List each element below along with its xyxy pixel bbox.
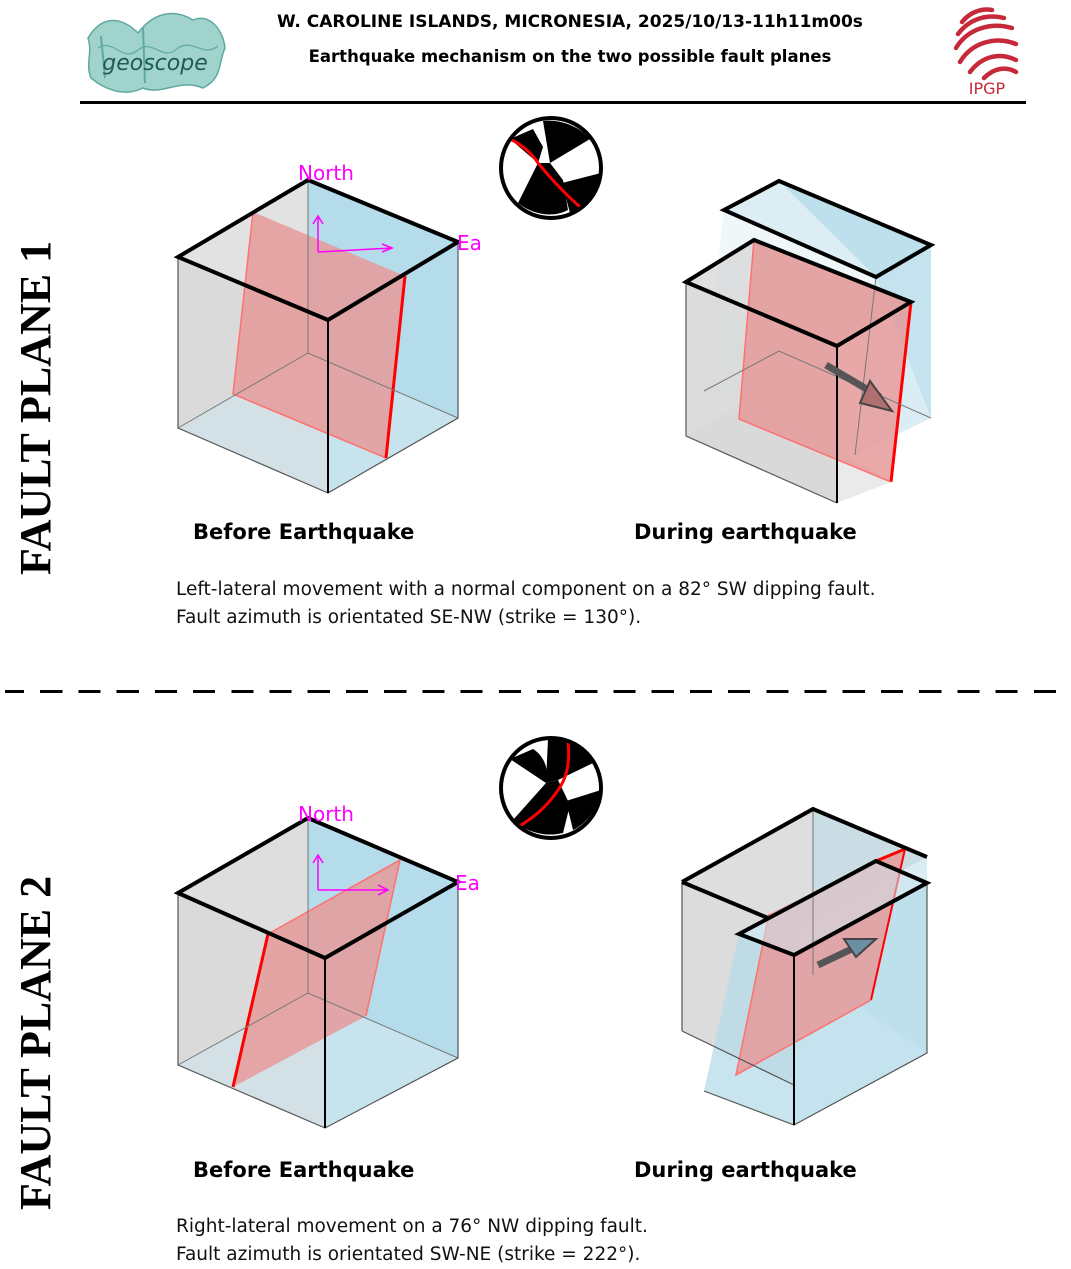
side-label-fault-plane-2: FAULT PLANE 2 — [11, 875, 60, 1210]
description-1-line-1: Left-lateral movement with a normal comp… — [176, 579, 876, 600]
north-label-1: North — [298, 161, 354, 185]
before-caption-1: Before Earthquake — [193, 520, 415, 544]
description-2-line-2: Fault azimuth is orientated SW-NE (strik… — [176, 1244, 641, 1265]
block-during-1 — [681, 178, 936, 504]
geoscope-logo-text: geoscope — [102, 51, 207, 76]
description-2: Right-lateral movement on a 76° NW dippi… — [176, 1213, 648, 1269]
ipgp-logo: IPGP — [953, 7, 1019, 98]
ipgp-logo-text: IPGP — [969, 79, 1006, 98]
geoscope-logo: geoscope — [87, 12, 226, 93]
east-label-2: East — [455, 871, 480, 895]
block-during-2 — [681, 806, 932, 1126]
east-label-1: East — [457, 231, 480, 255]
page-subtitle: Earthquake mechanism on the two possible… — [308, 47, 832, 66]
beachball-1 — [499, 116, 603, 220]
page-title: W. CAROLINE ISLANDS, MICRONESIA, 2025/10… — [277, 12, 863, 32]
block-before-2: North East — [173, 802, 480, 1129]
block-before-1: North East — [173, 161, 480, 494]
header-rule — [80, 101, 1026, 104]
north-label-2: North — [298, 802, 354, 826]
description-1-line-2: Fault azimuth is orientated SE-NW (strik… — [176, 607, 642, 628]
beachball-2 — [499, 736, 603, 840]
description-2-line-1: Right-lateral movement on a 76° NW dippi… — [176, 1216, 648, 1237]
during-caption-1: During earthquake — [634, 520, 857, 544]
panel-divider — [5, 690, 1067, 693]
during-caption-2: During earthquake — [634, 1158, 857, 1182]
side-label-fault-plane-1: FAULT PLANE 1 — [11, 240, 60, 575]
description-1: Left-lateral movement with a normal comp… — [176, 576, 876, 632]
before-caption-2: Before Earthquake — [193, 1158, 415, 1182]
